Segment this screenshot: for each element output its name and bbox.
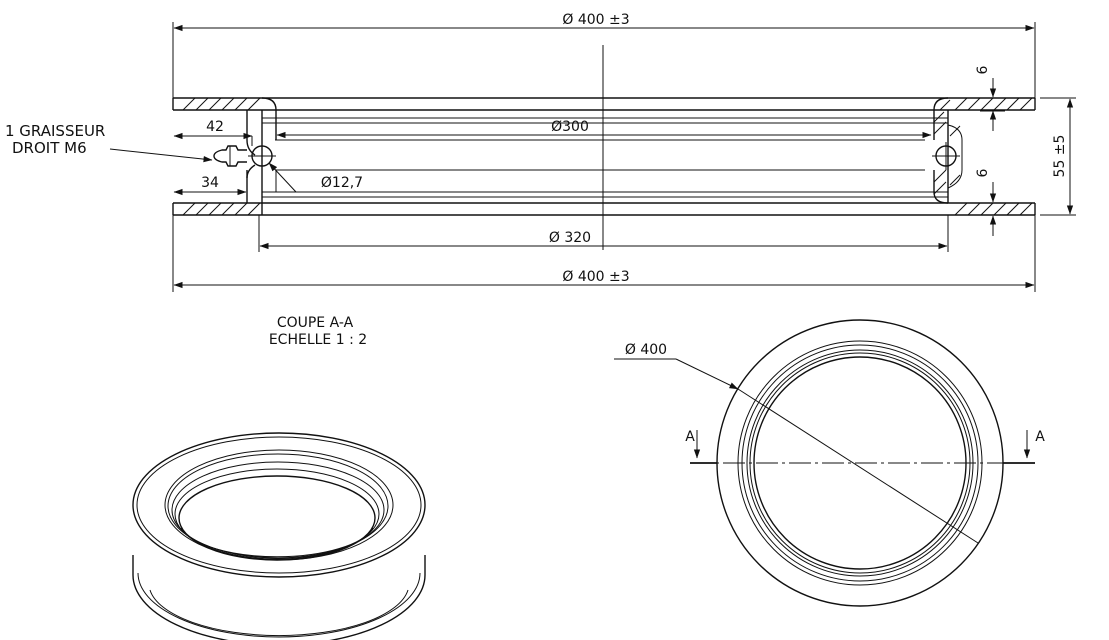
plan-view: A A Ø 400 [614, 319, 1045, 607]
dim-outer-bottom-label: Ø 400 ±3 [562, 269, 629, 285]
top-flange [172, 97, 1036, 111]
dim-outer-top: Ø 400 ±3 [173, 12, 1035, 32]
dim-42: 42 [173, 119, 253, 146]
section-hatching [182, 97, 1033, 216]
dim-hole-label: Ø12,7 [321, 175, 363, 191]
section-mark-right: A [1035, 429, 1045, 445]
inner-ring-lines [262, 117, 948, 198]
grease-label-line1: 1 GRAISSEUR [5, 122, 105, 140]
dim-height: 55 ±5 [1052, 98, 1074, 215]
plan-dim-label: Ø 400 [625, 342, 667, 358]
dim-6-mid-label: 6 [975, 168, 991, 177]
right-ball-hole [932, 142, 960, 170]
bottom-flange [172, 202, 1036, 216]
dim-6-mid: 6 [975, 168, 997, 236]
dim-outer-bottom: Ø 400 ±3 [173, 269, 1035, 289]
dim-34-label: 34 [201, 175, 219, 191]
dim-6-top: 6 [975, 65, 1005, 131]
section-scale: ECHELLE 1 : 2 [269, 332, 367, 348]
dim-inner-300-label: Ø300 [551, 119, 589, 135]
dim-hole: Ø12,7 [268, 162, 370, 193]
dim-6-top-label: 6 [975, 65, 991, 74]
section-title: COUPE A-A [277, 315, 354, 331]
dim-height-label: 55 ±5 [1052, 135, 1068, 178]
section-title-block: COUPE A-A ECHELLE 1 : 2 [269, 315, 367, 348]
dim-inner-320-label: Ø 320 [549, 230, 591, 246]
grease-fitting-icon [213, 145, 247, 167]
grease-label-line2: DROIT M6 [12, 139, 87, 157]
extension-lines [172, 22, 1076, 292]
section-view: Ø 400 ±3 Ø 400 ±3 Ø300 Ø 320 42 34 [5, 12, 1076, 292]
dim-inner-300: Ø300 [276, 119, 932, 139]
section-mark-left: A [685, 429, 695, 445]
left-ball-hole [248, 142, 276, 170]
dim-inner-320: Ø 320 [259, 230, 948, 250]
dim-outer-top-label: Ø 400 ±3 [562, 12, 629, 28]
dim-34: 34 [173, 175, 247, 196]
isometric-view [132, 432, 426, 640]
dim-42-label: 42 [206, 119, 224, 135]
grease-callout: 1 GRAISSEUR DROIT M6 [5, 122, 213, 163]
